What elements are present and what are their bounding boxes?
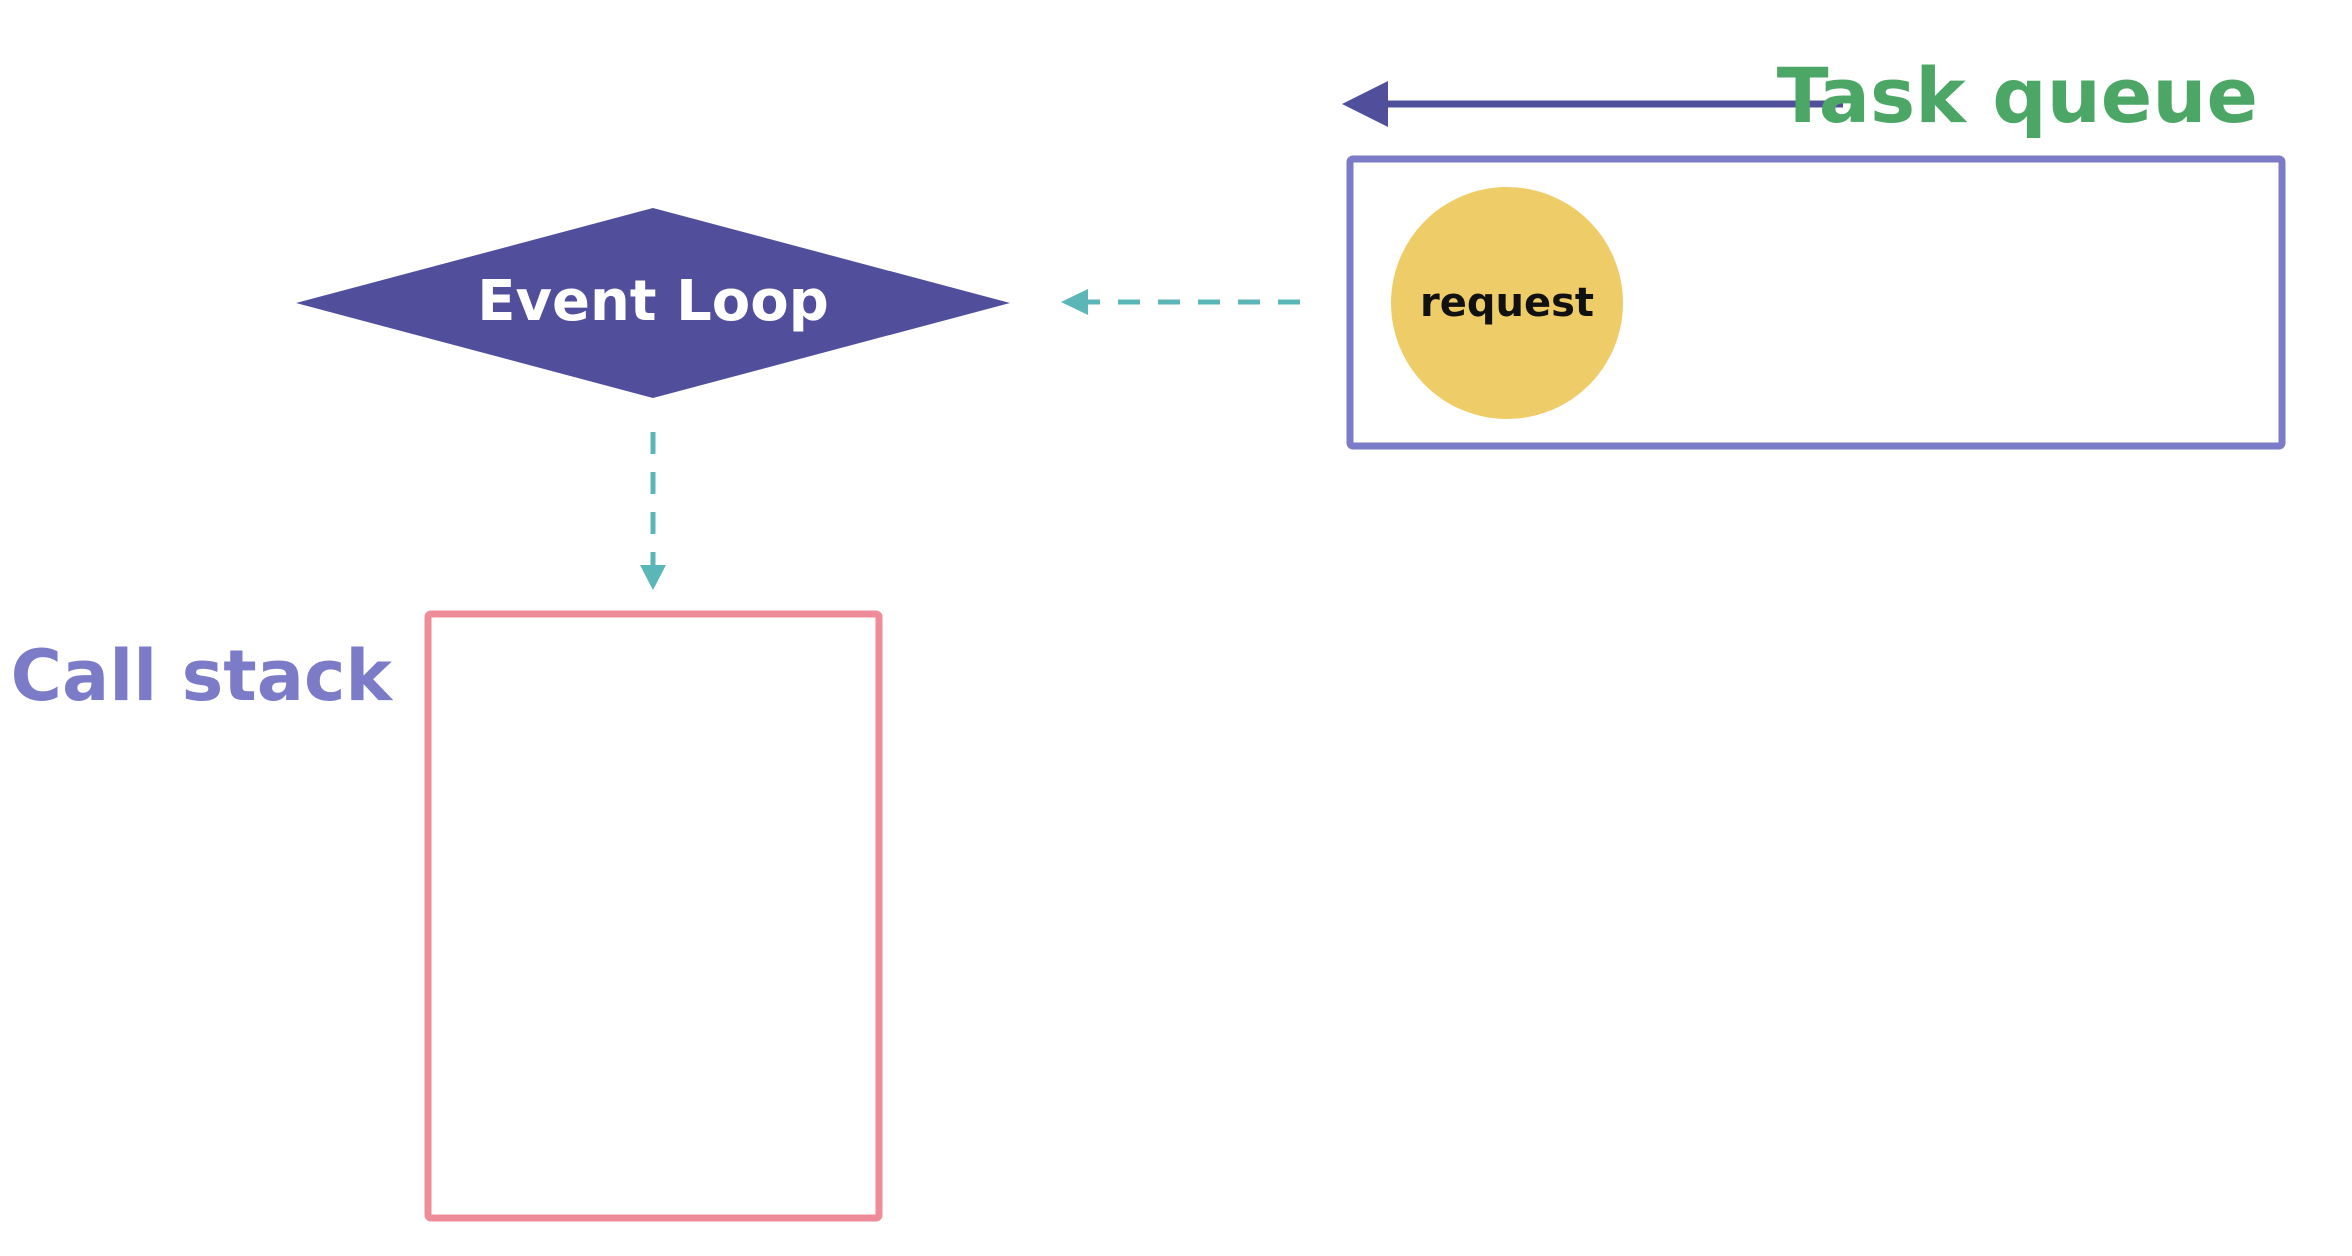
dashed-arrow-head	[1061, 289, 1088, 315]
event-loop-node: Event Loop	[296, 208, 1010, 398]
call-stack-title: Call stack	[11, 635, 394, 717]
dashed-arrow-down-head	[640, 565, 666, 590]
task-queue-title: Task queue	[1777, 51, 2258, 140]
request-circle	[1391, 187, 1623, 419]
request-task: request	[1391, 187, 1623, 419]
dashed-arrow-queue-to-loop	[1061, 289, 1300, 315]
dashed-arrow-loop-to-stack	[640, 432, 666, 590]
call-stack-box	[424, 610, 883, 1222]
task-queue-box	[1346, 155, 2286, 450]
event-loop-label: Event Loop	[477, 269, 829, 334]
event-loop-diamond	[296, 208, 1010, 398]
queue-arrow-head	[1342, 81, 1388, 127]
queue-direction-arrow	[1342, 81, 1843, 127]
request-label: request	[1420, 280, 1594, 326]
